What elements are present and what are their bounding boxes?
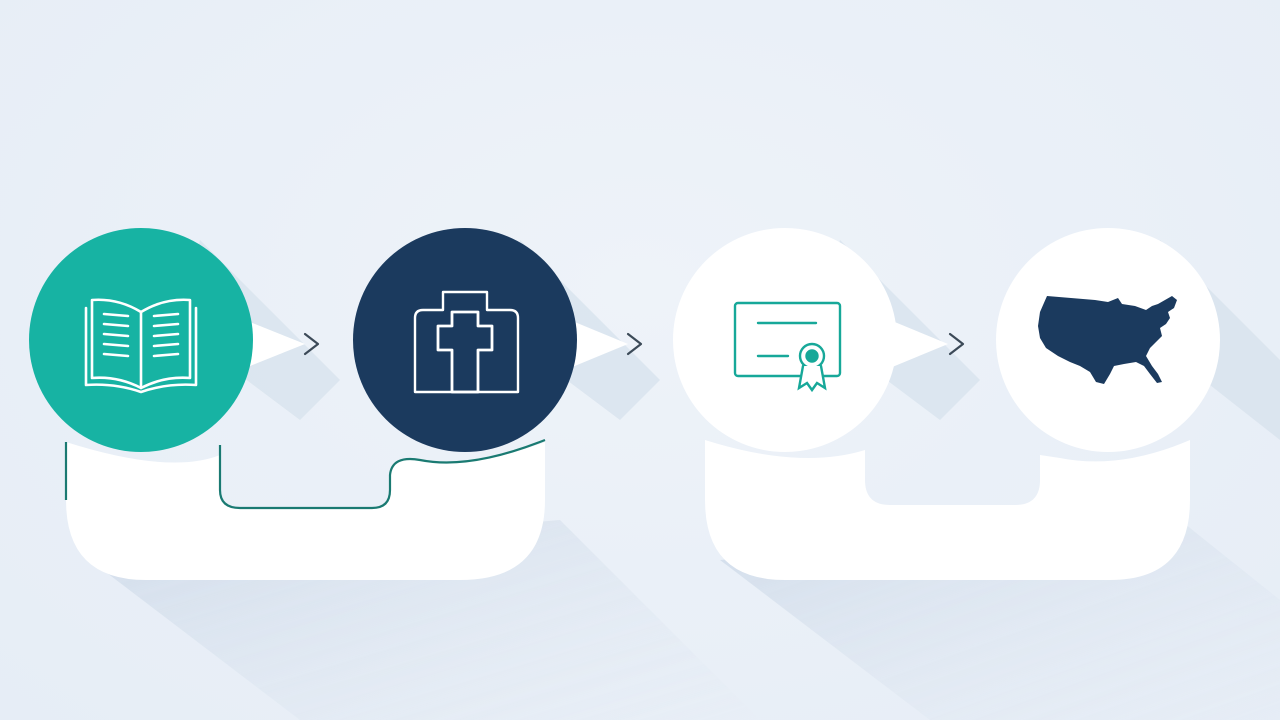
certificate-icon: [733, 301, 842, 393]
arrow-right-icon: [626, 332, 643, 356]
right-base-shape: [705, 440, 1190, 580]
arrow-group: [303, 332, 965, 356]
open-book-icon: [84, 298, 198, 394]
step-circle-2: [353, 228, 577, 452]
medical-cross-icon: [413, 290, 520, 394]
pointer-2: [565, 318, 628, 370]
left-base-teal-outline: [64, 438, 546, 510]
pointer-group: [240, 318, 948, 370]
left-base-shape: [66, 442, 545, 580]
step-circle-3: [673, 228, 897, 452]
right-connector-base: [705, 440, 1190, 580]
left-connector-base: [64, 438, 546, 580]
pointer-1: [240, 318, 305, 370]
usa-map-icon: [1038, 296, 1177, 384]
arrow-right-icon: [948, 332, 965, 356]
pointer-3: [885, 318, 948, 370]
arrow-right-icon: [303, 332, 320, 356]
